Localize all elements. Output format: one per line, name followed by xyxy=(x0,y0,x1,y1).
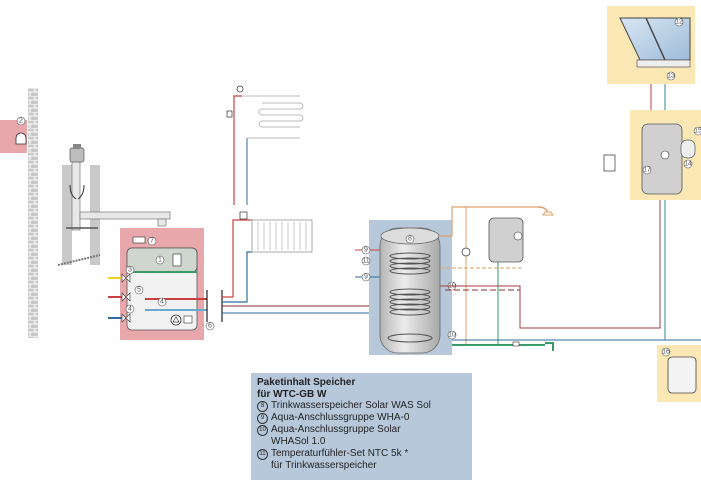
hot-water-circuit xyxy=(440,206,554,345)
callout-12: 12 xyxy=(675,19,683,26)
antifreeze-canister-icon xyxy=(667,356,697,394)
legend-item-label: Temperaturfühler-Set NTC 5k * xyxy=(271,447,409,459)
boiler-zone: 1 7 3 5 4 4 6 xyxy=(108,228,215,340)
legend-item: 8 Trinkwasserspeicher Solar WAS Sol xyxy=(257,400,466,412)
flue-terminal-icon xyxy=(69,147,85,163)
callout-7: 7 xyxy=(150,238,154,245)
callout-4a: 4 xyxy=(128,306,132,313)
callout-1: 1 xyxy=(158,257,162,264)
underfloor-heating-loop xyxy=(242,95,304,139)
cold-water-circuit xyxy=(452,262,701,351)
callout-8: 8 xyxy=(408,236,412,243)
tap-icon xyxy=(545,342,554,351)
legend-item-label: Aqua-Anschlussgruppe Solar xyxy=(271,424,401,435)
thermostatic-valve-icon xyxy=(239,211,248,220)
callout-13: 13 xyxy=(667,73,675,80)
legend-item-number: 10 xyxy=(257,425,268,436)
boiler-display-icon xyxy=(172,253,182,267)
mixer-valve-icon xyxy=(236,85,244,93)
callout-3: 3 xyxy=(128,267,132,274)
cylinder-zone: 8 9 9 11 10 10 xyxy=(355,220,457,355)
pump-icon xyxy=(170,314,182,326)
legend-item-label: Trinkwasserspeicher Solar WAS Sol xyxy=(271,400,431,411)
upper-heat-exchanger xyxy=(389,252,431,275)
legend-item-number: 8 xyxy=(257,401,268,412)
legend-item-number: 11 xyxy=(257,448,268,460)
thermostatic-mixer-group xyxy=(488,217,524,263)
check-valve-icon xyxy=(512,341,520,347)
callout-10b: 10 xyxy=(448,332,456,339)
callout-4b: 4 xyxy=(160,299,164,306)
legend-title-line1: Paketinhalt Speicher xyxy=(257,377,356,388)
legend-item-label: Aqua-Anschlussgruppe WHA-0 xyxy=(271,412,410,423)
controller-icon xyxy=(132,236,146,244)
valve-motor-icon xyxy=(183,315,193,324)
callout-6: 6 xyxy=(208,323,212,330)
flue-system xyxy=(57,144,171,266)
callout-2: 2 xyxy=(19,118,23,125)
collector-zone: 12 13 xyxy=(607,6,695,84)
callout-9b: 9 xyxy=(364,274,368,281)
legend-item-number: 9 xyxy=(257,413,268,424)
exterior-wall xyxy=(28,88,38,338)
legend-item: 11 Temperaturfühler-Set NTC 5k * xyxy=(257,448,466,460)
flow-valve-icon xyxy=(121,292,131,302)
package-contents-legend: Paketinhalt Speicher für WTC-GB W 8 Trin… xyxy=(251,373,472,480)
expansion-vessel xyxy=(680,139,696,159)
callout-5: 5 xyxy=(137,287,141,294)
antifreeze-zone: 16 xyxy=(657,345,701,402)
circulation-pump-icon xyxy=(461,247,471,257)
room-sensor-icon xyxy=(226,110,233,118)
legend-item: 9 Aqua-Anschlussgruppe WHA-0 xyxy=(257,412,466,424)
callout-15: 15 xyxy=(694,128,701,135)
outdoor-sensor-icon xyxy=(15,132,27,145)
callout-11: 11 xyxy=(362,258,369,265)
callout-17: 17 xyxy=(643,167,651,174)
solar-pump-icon xyxy=(660,150,670,160)
callout-16: 16 xyxy=(662,349,670,356)
solar-controller-icon xyxy=(603,154,616,172)
legend-title-line2: für WTC-GB W xyxy=(257,388,327,400)
callout-9a: 9 xyxy=(364,247,368,254)
solar-heat-exchanger xyxy=(387,288,433,343)
callout-14: 14 xyxy=(684,161,692,168)
solar-pump-station xyxy=(641,123,683,195)
legend-item-continuation: WHASol 1.0 xyxy=(271,436,326,447)
return-valve-icon xyxy=(121,313,131,323)
solar-station-zone: 17 14 15 xyxy=(630,110,701,200)
outdoor-sensor-zone: 2 xyxy=(0,116,27,153)
legend-item: 10 Aqua-Anschlussgruppe Solar xyxy=(257,424,466,436)
legend-item-continuation: für Trinkwasserspeicher xyxy=(271,459,377,471)
